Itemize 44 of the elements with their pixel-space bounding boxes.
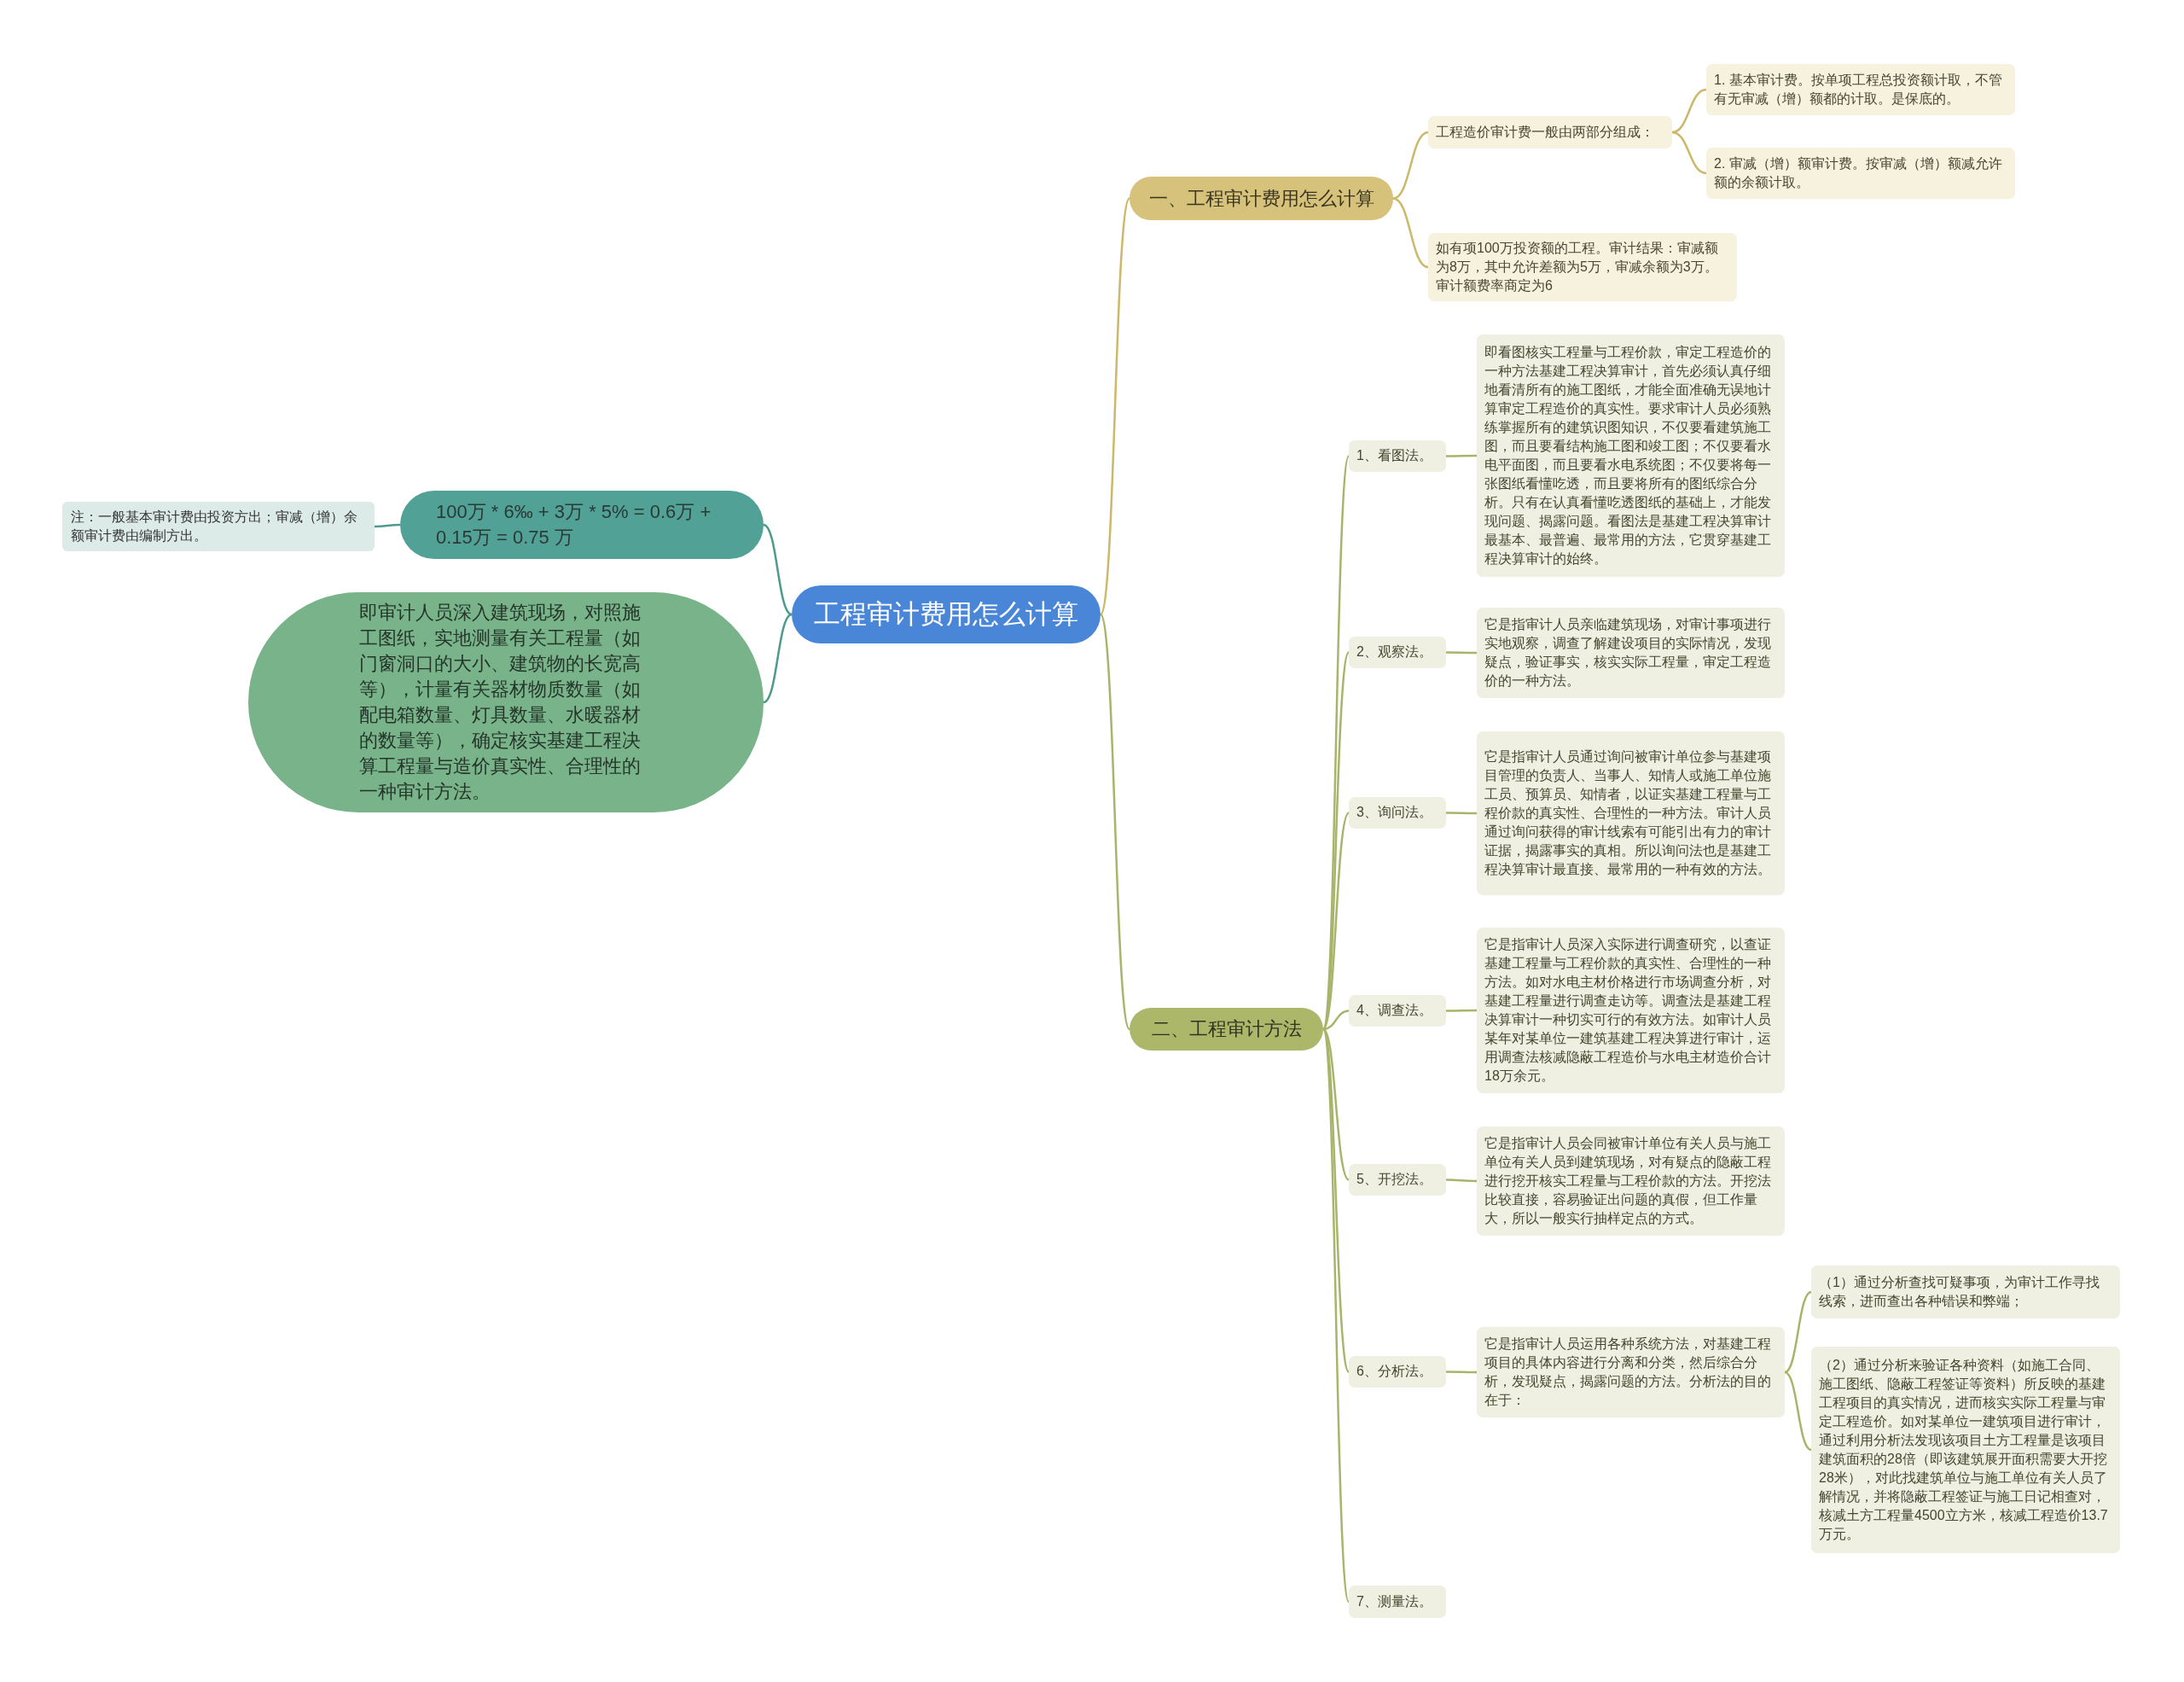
connector-line (1322, 1010, 1350, 1031)
connector-line (1392, 131, 1429, 200)
subtopic-box: 1、看图法。 (1349, 440, 1446, 472)
connector-line (1784, 1290, 1812, 1374)
central-topic: 工程审计费用怎么计算 (792, 585, 1101, 643)
subtopic-box: 它是指审计人员亲临建筑现场，对审计事项进行实地观察，调查了解建设项目的实际情况，发现疑点，验证事实，核实实际工程量，审定工程造价的一种方法。 (1477, 608, 1785, 698)
subtopic-box: 7、测量法。 (1349, 1586, 1446, 1618)
subtopic-box: 即看图核实工程量与工程价款，审定工程造价的一种方法基建工程决算审计，首先必须认真仔细地看清所有的施工图纸，才能全面准确无误地计算审定工程造价的真实性。要求审计人员必须熟练掌握所有的建筑识图知识，不仅要看建筑施工图，而且要看结构施工图和竣工图；不仅要看水电平面图，而且要看水电系统图；不仅要将每一张图纸看懂吃透，而且要将所有的图纸综合分析。只有在认真看懂吃透图纸的基础上，才能发现问题、揭露问题。看图法是基建工程决算审计最基本、最普遍、最常用的方法，它贯穿基建工程决算审计的始终。 (1477, 335, 1785, 577)
branch-topic: 一、工程审计费用怎么计算 (1130, 177, 1393, 220)
connector-line (1784, 1371, 1812, 1452)
subtopic-box: 2. 审减（增）额审计费。按审减（增）额减允许额的余额计取。 (1706, 148, 2015, 199)
connector-line (1446, 1009, 1477, 1012)
connector-line (1446, 651, 1477, 655)
connector-line (1446, 812, 1477, 815)
branch-topic: 二、工程审计方法 (1130, 1008, 1323, 1051)
connector-line (763, 613, 793, 704)
subtopic-box: 它是指审计人员运用各种系统方法，对基建工程项目的具体内容进行分离和分类，然后综合分析，发现疑点，揭露问题的方法。分析法的目的在于： (1477, 1327, 1785, 1417)
topic-bubble: 即审计人员深入建筑现场，对照施工图纸，实地测量有关工程量（如门窗洞口的大小、建筑物的长宽高等），计量有关器材物质数量（如配电箱数量、灯具数量、水暖器材的数量等），确定核实基建工程决算工程量与造价真实性、合理性的一种审计方法。 (248, 592, 764, 812)
subtopic-box: 1. 基本审计费。按单项工程总投资额计取，不管有无审减（增）额都的计取。是保底的。 (1706, 64, 2015, 115)
subtopic-box: 它是指审计人员深入实际进行调查研究，以查证基建工程量与工程价款的真实性、合理性的一种方法。如对水电主材价格进行市场调查分析，对基建工程量进行调查走访等。调查法是基建工程决算审计一种切实可行的有效方法。如审计人员某年对某单位一建筑基建工程决算进行审计，运用调查法核减隐蔽工程造价与水电主材造价合计18万余元。 (1477, 928, 1785, 1093)
formula-topic: 100万 * 6‰ + 3万 * 5% = 0.6万 + 0.15万 = 0.75 万 (400, 491, 764, 559)
subtopic-box: （2）通过分析来验证各种资料（如施工合同、施工图纸、隐蔽工程签证等资料）所反映的基建工程项目的真实情况，进而核实实际工程量与审定工程造价。如对某单位一建筑项目进行审计，通过利用分析法发现该项目土方工程量是该项目建筑面积的28倍（即该建筑展开面积需要大开挖28米），对此找建筑单位与施工单位有关人员了解情况，并将隐蔽工程签证与施工日记相查对，核减土方工程量4500立方米，核减工程造价13.7万元。 (1811, 1347, 2120, 1553)
note-box: 注：一般基本审计费由投资方出；审减（增）余额审计费由编制方出。 (62, 502, 375, 551)
connector-line (1671, 88, 1707, 134)
subtopic-box: 3、询问法。 (1349, 797, 1446, 829)
connector-line (1446, 1179, 1477, 1183)
subtopic-box: 如有项100万投资额的工程。审计结果：审减额为8万，其中允许差额为5万，审减余额为3万。审计额费率商定为6 (1428, 233, 1737, 301)
subtopic-box: 工程造价审计费一般由两部分组成： (1428, 116, 1672, 148)
subtopic-box: 它是指审计人员会同被审计单位有关人员与施工单位有关人员到建筑现场，对有疑点的隐蔽工程进行挖开核实工程量与工程价款的方法。开挖法比较直接，容易验证出问题的真假，但工作量大，所以一般实行抽样定点的方式。 (1477, 1126, 1785, 1236)
subtopic-box: 2、观察法。 (1349, 637, 1446, 668)
connector-line (1671, 131, 1707, 175)
subtopic-box: 它是指审计人员通过询问被审计单位参与基建项目管理的负责人、当事人、知情人或施工单位施工员、预算员、知情者，以证实基建工程量与工程价款的真实性、合理性的一种方法。审计人员通过询问获得的审计线索有可能引出有力的审计证据，揭露事实的真相。所以询问法也是基建工程决算审计最直接、最常用的一种有效的方法。 (1477, 731, 1785, 895)
subtopic-box: 6、分析法。 (1349, 1356, 1446, 1388)
connector-line (1099, 614, 1131, 1030)
connector-line (1446, 1371, 1477, 1374)
connector-line (1322, 1028, 1350, 1181)
connector-line (763, 523, 793, 616)
subtopic-box: （1）通过分析查找可疑事项，为审计工作寻找线索，进而查出各种错误和弊端； (1811, 1266, 2120, 1318)
subtopic-box: 5、开挖法。 (1349, 1164, 1446, 1196)
connector-line (375, 523, 400, 528)
subtopic-box: 4、调查法。 (1349, 995, 1446, 1027)
connector-line (1392, 197, 1429, 269)
connector-line (1446, 454, 1477, 457)
connector-line (1099, 198, 1131, 615)
